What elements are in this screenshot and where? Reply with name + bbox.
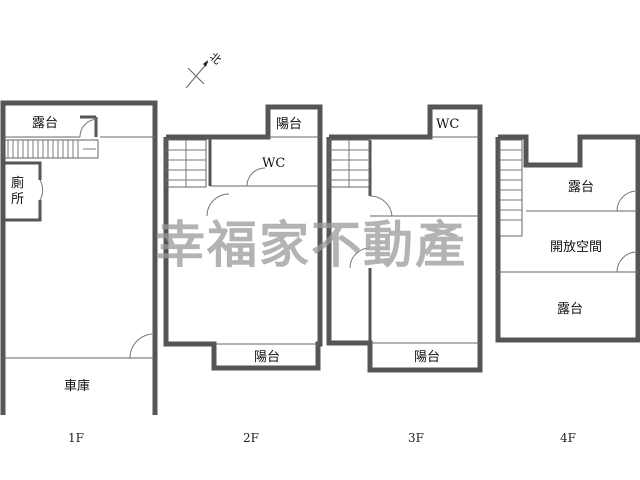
room-1f-terrace: 露台 (32, 116, 58, 131)
stairs-3f (328, 139, 370, 188)
room-4f-terrace-bottom: 露台 (557, 302, 583, 317)
floor-3f: WC 陽台 (326, 104, 483, 373)
north-arrow-icon (185, 60, 209, 89)
room-1f-toilet-2: 所 (11, 192, 24, 207)
room-1f-toilet-1: 廁 (11, 175, 24, 191)
room-2f-balcony-bottom: 陽台 (254, 350, 280, 365)
stairs-2f (165, 139, 207, 188)
floor-label-4f: 4F (560, 431, 576, 445)
room-3f-wc: WC (436, 117, 459, 132)
room-4f-open-space: 開放空間 (550, 240, 602, 255)
north-label: 北 (207, 50, 224, 67)
floor-2f: 陽台 WC 陽台 (163, 104, 323, 371)
floor-label-2f: 2F (243, 431, 259, 445)
room-2f-wc: WC (262, 156, 285, 171)
stairs-1f (2, 139, 99, 159)
floor-4f: 露台 開放空間 露台 (495, 134, 640, 343)
floor-1f: 露台 廁 所 車庫 (0, 100, 158, 415)
room-1f-garage: 車庫 (64, 379, 90, 394)
room-3f-balcony-bottom: 陽台 (414, 350, 440, 365)
floor-label-3f: 3F (408, 431, 424, 445)
room-4f-terrace-top: 露台 (568, 180, 594, 195)
stairs-4f (499, 139, 523, 237)
watermark: 幸福家不動產 (155, 216, 467, 274)
room-2f-balcony-top: 陽台 (276, 117, 302, 132)
floor-label-1f: 1F (68, 431, 84, 445)
